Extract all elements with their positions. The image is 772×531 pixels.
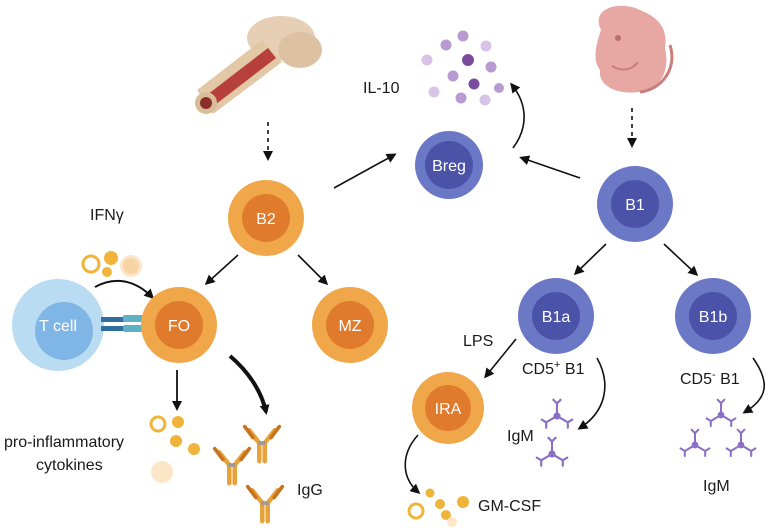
embryo-icon: [595, 5, 674, 94]
arrow-b2-to-breg: [333, 153, 397, 189]
ifng-cytokine-dots: [81, 251, 142, 277]
t-cell: T cell: [12, 279, 104, 371]
arrow-b1a-to-igm: [577, 357, 606, 430]
il10-cytokine-dots: [421, 30, 504, 106]
antibody-icon: [725, 428, 757, 458]
tcr-connector-icon: [101, 315, 145, 332]
arrow-b1b-to-igm: [742, 357, 766, 414]
arrow-b1-to-b1b: [663, 243, 699, 277]
igm-left-label: IgM: [507, 428, 534, 445]
arrow-b2-to-fo: [204, 254, 239, 286]
antibody-icon: [248, 487, 283, 522]
arrow-b1a-to-ira: [484, 338, 517, 379]
breg-cell: Breg: [415, 131, 483, 199]
b2-cell: B2: [228, 180, 304, 256]
b1-label: B1: [625, 197, 645, 214]
cd5pos-b1-label: CD5+ B1: [522, 359, 585, 378]
b1a-label: B1a: [542, 309, 571, 326]
ira-label: IRA: [435, 401, 462, 418]
gmcsf-cytokine-dots: [407, 488, 469, 527]
b1a-cell: B1a: [518, 278, 594, 354]
b1-cell: B1: [597, 166, 673, 242]
igg-label: IgG: [297, 482, 323, 499]
antibody-icon: [215, 449, 250, 484]
ifng-label: IFNγ: [90, 207, 124, 224]
igm-right-label: IgM: [703, 478, 730, 495]
b1b-label: B1b: [699, 309, 728, 326]
breg-label: Breg: [432, 158, 466, 175]
arrow-ifng-to-fo: [94, 279, 155, 300]
arrow-b2-to-mz: [297, 254, 329, 286]
bone-icon: [195, 16, 322, 114]
gmcsf-label: GM-CSF: [478, 498, 541, 515]
tcell-label: T cell: [39, 318, 77, 335]
antibody-icon: [540, 398, 574, 429]
b1b-cell: B1b: [675, 278, 751, 354]
cd5neg-b1-label: CD5- B1: [680, 369, 740, 388]
fo-cell: FO: [141, 287, 217, 363]
arrow-b1-to-breg: [519, 155, 581, 179]
arrow-ira-to-gmcsf: [404, 434, 421, 494]
antibody-icon: [245, 427, 280, 462]
ira-cell: IRA: [412, 372, 484, 444]
b2-label: B2: [256, 211, 276, 228]
arrow-b1-to-b1a: [573, 243, 607, 276]
fo-label: FO: [168, 318, 190, 335]
lps-label: LPS: [463, 333, 493, 350]
proinflammatory-cytokine-dots: [149, 415, 200, 483]
antibody-icon: [705, 398, 737, 428]
arrow-fo-to-igg: [228, 354, 270, 415]
arrow-breg-to-il10: [510, 82, 525, 149]
proinflammatory-label-line1: pro-inflammatory: [4, 434, 124, 451]
mz-label: MZ: [338, 318, 361, 335]
il10-label: IL-10: [363, 80, 400, 97]
antibody-icon: [535, 436, 569, 467]
antibody-icon: [679, 428, 711, 458]
proinflammatory-label-line2: cytokines: [36, 457, 103, 474]
mz-cell: MZ: [312, 287, 388, 363]
